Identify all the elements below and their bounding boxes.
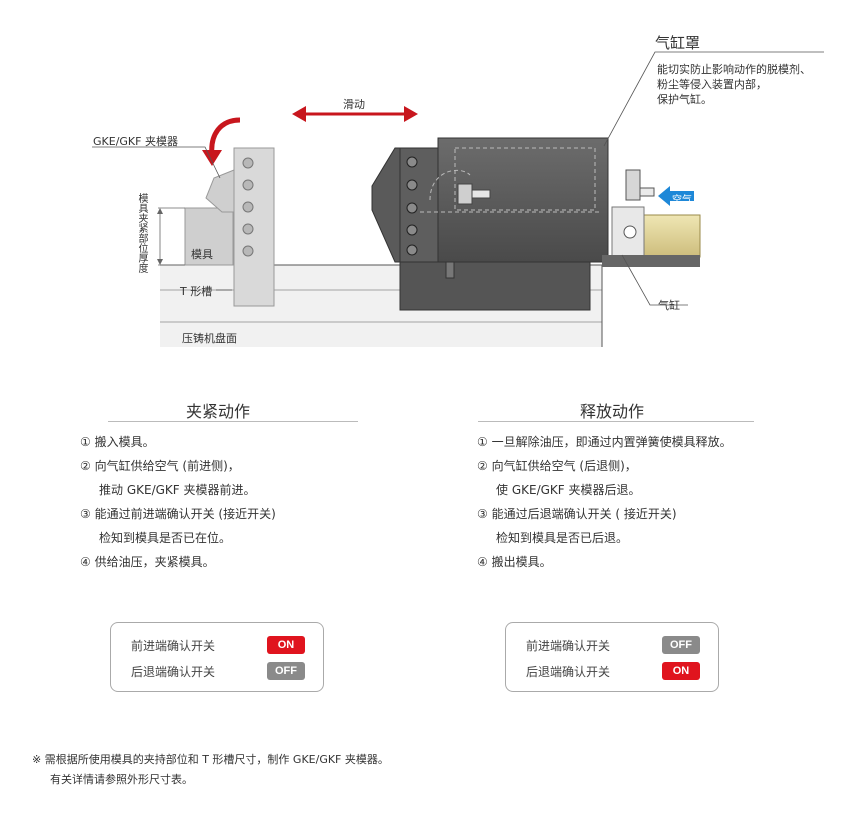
switch-label-backward: 后退端确认开关: [131, 665, 216, 679]
switch-state-forward: ON: [267, 636, 305, 654]
cover-description: 能切实防止影响动作的脱模剂、 粉尘等侵入装置内部， 保护气缸。: [657, 62, 811, 107]
clamp-mechanism-diagram: 气缸罩 能切实防止影响动作的脱模剂、 粉尘等侵入装置内部， 保护气缸。 滑动 G…: [0, 0, 854, 360]
switch-state-backward: OFF: [267, 662, 305, 680]
clamp-step-4: ④ 供给油压，夹紧模具。: [80, 555, 215, 569]
cylinder-fitting: [625, 169, 641, 201]
cylinder-label: 气缸: [658, 299, 680, 312]
clamp-main-bolts: [406, 156, 418, 256]
body-air-fitting-tube: [471, 189, 491, 199]
switch-label-forward: 前进端确认开关: [131, 639, 216, 653]
release-section-rule: [478, 421, 754, 422]
clamp-section-title: 夹紧动作: [185, 402, 250, 421]
release-steps: ① 一旦解除油压，即通过内置弹簧使模具释放。 ② 向气缸供给空气 (后退侧)， …: [477, 430, 732, 574]
footnote-line-1: ※ 需根据所使用模具的夹持部位和 T 形槽尺寸，制作 GKE/GKF 夹模器。: [32, 753, 389, 766]
clamp-step-3: ③ 能通过前进端确认开关 (接近开关): [80, 507, 276, 521]
switch-state-forward: OFF: [662, 636, 700, 654]
clamp-left-ghost: [233, 147, 275, 307]
diagram-drawing: [92, 51, 824, 347]
air-inlet-arrow: [658, 186, 694, 206]
release-step-2: ② 向气缸供给空气 (后退侧)，: [477, 459, 637, 473]
cylinder-port: [623, 225, 637, 239]
mold-label: 模具: [191, 248, 213, 261]
clamp-step-3-cont: 检知到模具是否已在位。: [99, 531, 232, 545]
platen-label: 压铸机盘面: [182, 332, 237, 345]
release-step-3: ③ 能通过后退端确认开关 ( 接近开关): [477, 507, 677, 521]
switch-label-forward: 前进端确认开关: [526, 639, 611, 653]
thickness-label: 模具夹紧部位厚度: [136, 193, 147, 273]
clamp-forward-arrowhead: [202, 150, 222, 166]
switch-label-backward: 后退端确认开关: [526, 665, 611, 679]
clamp-step-2: ② 向气缸供给空气 (前进侧)，: [80, 459, 240, 473]
cover-leader-line: [603, 51, 824, 147]
clamp-base: [399, 261, 591, 311]
clamp-steps: ① 搬入模具。 ② 向气缸供给空气 (前进侧)， 推动 GKE/GKF 夹模器前…: [80, 430, 276, 574]
clamp-section-rule: [108, 421, 358, 422]
cylinder-fitting-tube: [639, 187, 655, 197]
mold-block: [184, 207, 234, 266]
cover-desc-line: 保护气缸。: [657, 93, 712, 106]
clamp-label: GKE/GKF 夹模器: [93, 135, 178, 148]
slide-arrow-left: [292, 106, 306, 122]
body-air-fitting: [457, 183, 473, 205]
switch-state-backward: ON: [662, 662, 700, 680]
tslot-label: T 形槽: [180, 285, 213, 298]
clamp-step-2-cont: 推动 GKE/GKF 夹模器前进。: [99, 483, 256, 497]
release-step-3-cont: 检知到模具是否已后退。: [496, 531, 629, 545]
release-step-4: ④ 搬出模具。: [477, 555, 552, 569]
cover-desc-line: 粉尘等侵入装置内部，: [657, 78, 767, 91]
clamp-step-1: ① 搬入模具。: [80, 435, 155, 449]
release-step-2-cont: 使 GKE/GKF 夹模器后退。: [496, 483, 641, 497]
slide-label: 滑动: [343, 98, 365, 111]
cylinder-leader-line: [621, 254, 688, 306]
cover-title: 气缸罩: [655, 34, 701, 52]
thickness-arrow-bottom: [157, 259, 163, 265]
clamp-left-nose: [205, 169, 235, 213]
clamp-hidden-lines: [420, 147, 600, 213]
thickness-arrow-top: [157, 208, 163, 214]
footnote: ※ 需根据所使用模具的夹持部位和 T 形槽尺寸，制作 GKE/GKF 夹模器。 …: [32, 750, 389, 790]
cover-desc-line: 能切实防止影响动作的脱模剂、: [657, 63, 811, 76]
base-pin: [445, 261, 455, 279]
clamp-left-bolts: [242, 157, 254, 257]
footnote-line-2: 有关详情请参照外形尺寸表。: [50, 773, 193, 786]
cylinder-base-rail: [602, 255, 700, 267]
clamp-switch-panel: 前进端确认开关 ON 后退端确认开关 OFF: [110, 622, 324, 692]
air-label: 空气: [672, 195, 692, 206]
clamp-main-front: [399, 147, 439, 263]
slide-arrow-right: [404, 106, 418, 122]
clamp-leader-line: [92, 146, 221, 179]
release-section-title: 释放动作: [579, 402, 644, 421]
release-switch-panel: 前进端确认开关 OFF 后退端确认开关 ON: [505, 622, 719, 692]
cylinder-brass: [641, 214, 701, 258]
release-step-1: ① 一旦解除油压，即通过内置弹簧使模具释放。: [477, 435, 732, 449]
